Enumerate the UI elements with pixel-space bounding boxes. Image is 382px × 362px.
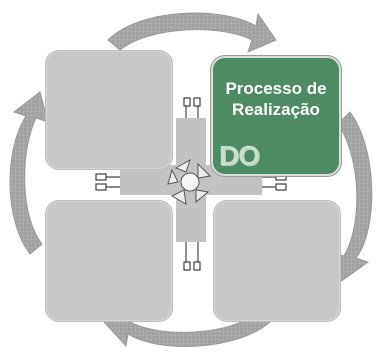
do-stamp: DO: [219, 140, 260, 171]
bottom-cycle-arrow: [103, 309, 271, 348]
left-cycle-arrow: [9, 91, 49, 255]
process-box-bottom-left: [45, 200, 173, 322]
process-box-title: Processo de Realização: [225, 79, 327, 119]
connector-bottom-icon: [183, 242, 201, 271]
center-hub-icon: [167, 158, 212, 205]
connector-top-icon: [183, 97, 201, 118]
process-box-top-right: Processo de Realização DO: [211, 56, 341, 176]
process-box-top-left: [45, 50, 173, 170]
connector-right-icon: [262, 173, 287, 191]
process-box-bottom-right: [213, 200, 341, 322]
top-cycle-arrow: [107, 12, 277, 53]
connector-left-icon: [95, 173, 120, 191]
